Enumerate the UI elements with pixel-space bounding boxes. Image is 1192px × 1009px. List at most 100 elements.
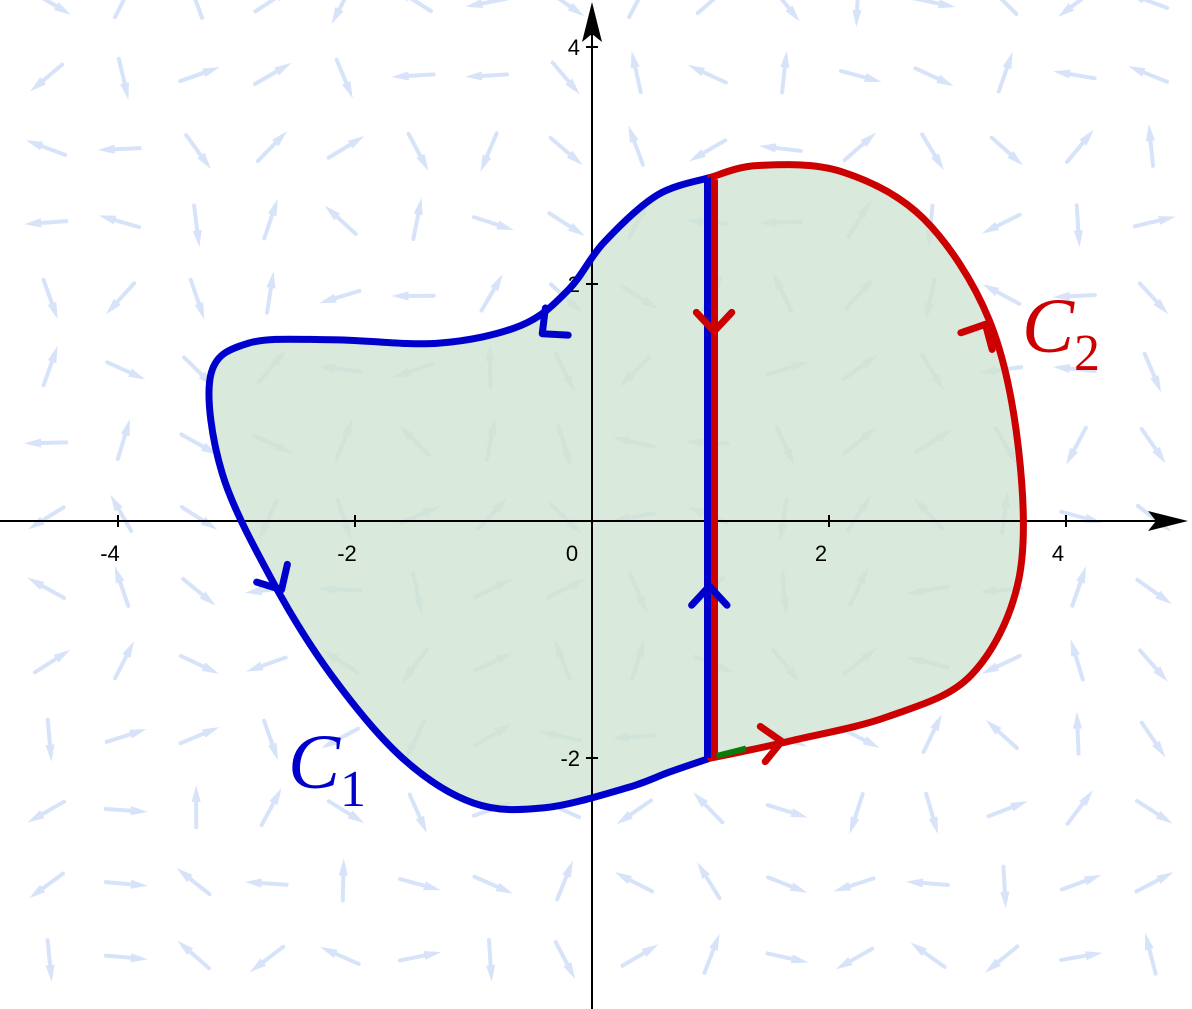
vector-field-arrow	[265, 271, 276, 315]
label-c2: C2	[1022, 282, 1100, 382]
vector-field-arrow	[42, 0, 71, 15]
direction-arrows	[253, 304, 996, 766]
vector-field-arrow	[1065, 129, 1094, 165]
c1-direction-arrow	[688, 582, 731, 609]
vector-field-arrow	[924, 791, 938, 835]
curves	[205, 161, 1027, 814]
vector-field-arrow	[620, 944, 659, 968]
vector-field-arrow	[103, 879, 148, 889]
vector-field-arrow	[630, 51, 643, 95]
vector-field-arrow	[24, 438, 69, 448]
vector-field-arrow	[406, 131, 429, 171]
vector-field-arrow	[391, 291, 436, 301]
x-tick-label: -4	[100, 541, 120, 566]
vector-field-arrow	[839, 69, 882, 82]
vector-field-arrow	[765, 803, 808, 818]
c1-direction-arrow	[538, 304, 572, 339]
vector-field-arrow	[1134, 871, 1174, 894]
vector-field-arrow	[985, 719, 1019, 751]
vector-field-arrow	[1135, 798, 1173, 824]
vector-field-arrow	[465, 71, 510, 81]
vector-field-arrow	[1139, 426, 1166, 464]
x-tick-label: -2	[337, 541, 357, 566]
label-c1: C1	[288, 718, 366, 818]
vector-field-arrow	[25, 140, 68, 157]
vector-field-arrow	[262, 718, 278, 761]
vector-field-arrow	[45, 938, 55, 982]
vector-field-arrow	[179, 505, 218, 530]
vector-field-arrow	[255, 131, 288, 164]
vector-field-arrow	[178, 67, 220, 84]
vector-field-arrow	[780, 50, 790, 95]
vector-field-arrow	[842, 132, 877, 163]
vector-field-arrow	[766, 875, 808, 893]
x-tick-label: 0	[566, 541, 578, 566]
vector-field-arrow	[702, 933, 720, 975]
curve-labels: C1 C2	[288, 282, 1100, 818]
vector-field-arrow	[628, 125, 645, 167]
vector-field-arrow	[989, 135, 1023, 166]
connector-segment	[715, 745, 747, 759]
vector-field-arrow	[113, 640, 135, 681]
vector-field-arrow	[1135, 577, 1172, 605]
vector-field-arrow	[326, 135, 365, 160]
vector-field-arrow	[262, 198, 278, 241]
vector-field-arrow	[321, 726, 361, 749]
vector-field-arrow	[1142, 351, 1162, 393]
vector-field-arrow	[913, 66, 954, 86]
vector-field-arrow	[113, 0, 126, 20]
vector-field-arrow	[397, 951, 442, 963]
vector-field-arrow	[982, 212, 1022, 234]
label-c1-sub: 1	[340, 761, 366, 818]
vector-field-arrow	[1052, 291, 1097, 301]
vector-field-arrow	[1073, 203, 1083, 248]
x-axis-arrowhead	[1148, 511, 1188, 531]
vector-field-arrow	[759, 143, 803, 153]
c2-direction-arrow	[957, 320, 996, 353]
vector-field-arrow	[30, 62, 65, 92]
vector-field-arrow	[105, 281, 137, 315]
vector-field-arrow	[407, 792, 427, 833]
vector-field-arrow	[177, 940, 212, 971]
vector-field-arrow	[982, 284, 1022, 306]
vector-field-arrow	[547, 211, 585, 236]
vector-field-arrow	[391, 71, 436, 81]
vector-field-arrow	[29, 871, 65, 899]
vector-field-arrow	[178, 727, 220, 746]
vector-field-arrow	[324, 205, 358, 236]
vector-field-arrow	[1138, 648, 1168, 682]
vector-field-arrow	[98, 215, 142, 230]
vector-field-arrow	[779, 0, 800, 22]
vector-field-arrow	[41, 277, 58, 320]
vector-field-arrow	[176, 868, 212, 897]
vector-field-arrow	[555, 860, 573, 902]
vector-field-arrow	[110, 494, 134, 534]
label-c1-main: C	[288, 718, 341, 805]
vector-field-arrow	[920, 132, 944, 171]
vector-field-arrow	[985, 944, 1020, 973]
vector-field-arrow	[45, 717, 55, 762]
vector-field-arrow	[1059, 951, 1103, 962]
vector-field-arrow	[472, 874, 513, 894]
vector-field-arrow	[479, 274, 503, 313]
vector-field-arrow	[548, 135, 583, 166]
vector-field-arrow	[27, 799, 67, 823]
vector-field-arrow	[1053, 69, 1097, 81]
vector-field-arrow	[616, 798, 654, 825]
vector-field-arrow	[191, 785, 201, 830]
vector-field-arrow	[181, 576, 216, 606]
vector-field-arrow	[1057, 0, 1084, 17]
vector-field-arrow	[1059, 874, 1102, 892]
label-c2-sub: 2	[1074, 325, 1100, 382]
vector-field-arrow	[550, 60, 580, 95]
vector-field-arrow	[1139, 720, 1166, 758]
vector-field-arrow	[1145, 124, 1156, 168]
vector-field-arrow	[326, 799, 365, 824]
vector-field-arrow	[1065, 790, 1093, 826]
vector-field-arrow	[1137, 281, 1169, 315]
vector-field-arrow	[1070, 639, 1085, 682]
vector-field-arrow	[986, 801, 1028, 819]
vector-field-arrow	[41, 345, 58, 388]
